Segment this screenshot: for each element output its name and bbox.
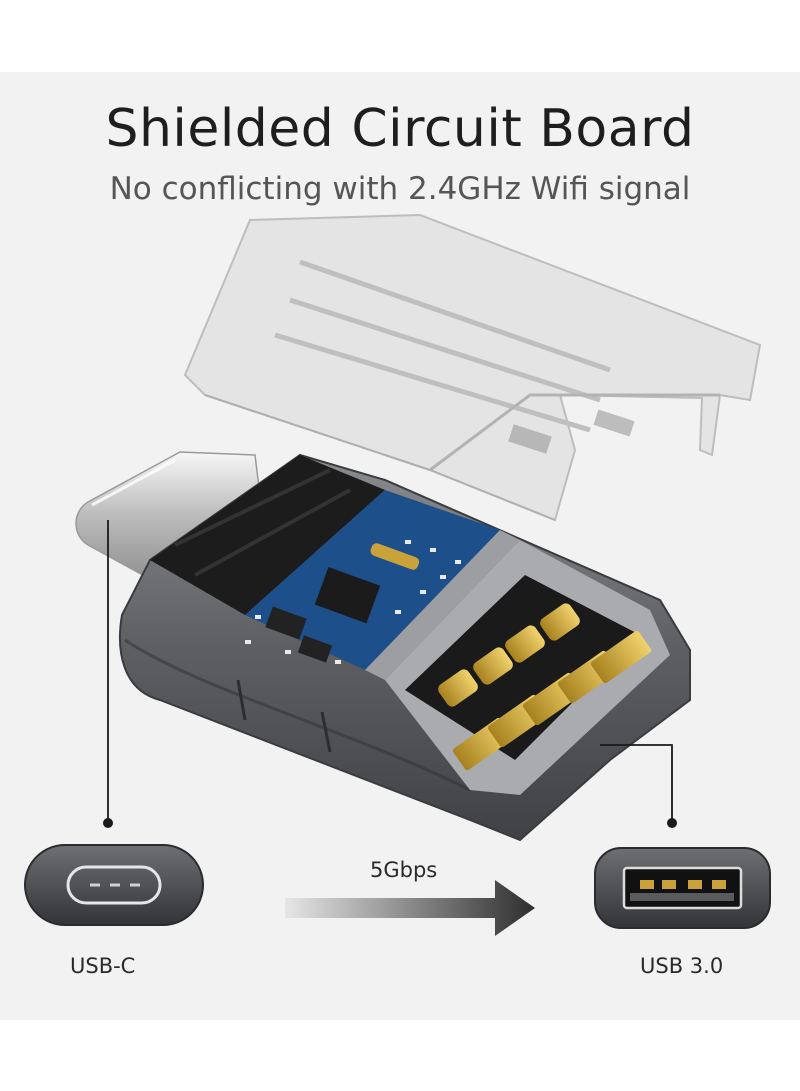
usb-a-port-icon — [594, 847, 771, 929]
usb-3-label: USB 3.0 — [640, 954, 724, 978]
usb-a-socket — [385, 540, 670, 795]
right-arrow-icon — [285, 880, 535, 936]
page-subtitle: No conflicting with 2.4GHz Wifi signal — [109, 171, 691, 207]
usb-c-label: USB-C — [70, 954, 136, 978]
usb-c-port-icon — [24, 844, 204, 926]
page-title: Shielded Circuit Board — [105, 99, 695, 159]
callout-lines — [107, 520, 673, 822]
callout-dot-right — [667, 818, 677, 828]
circuit-board — [245, 490, 520, 680]
speed-label: 5Gbps — [370, 858, 438, 882]
transparent-shield-cover — [183, 213, 762, 522]
callout-dot-left — [103, 818, 113, 828]
